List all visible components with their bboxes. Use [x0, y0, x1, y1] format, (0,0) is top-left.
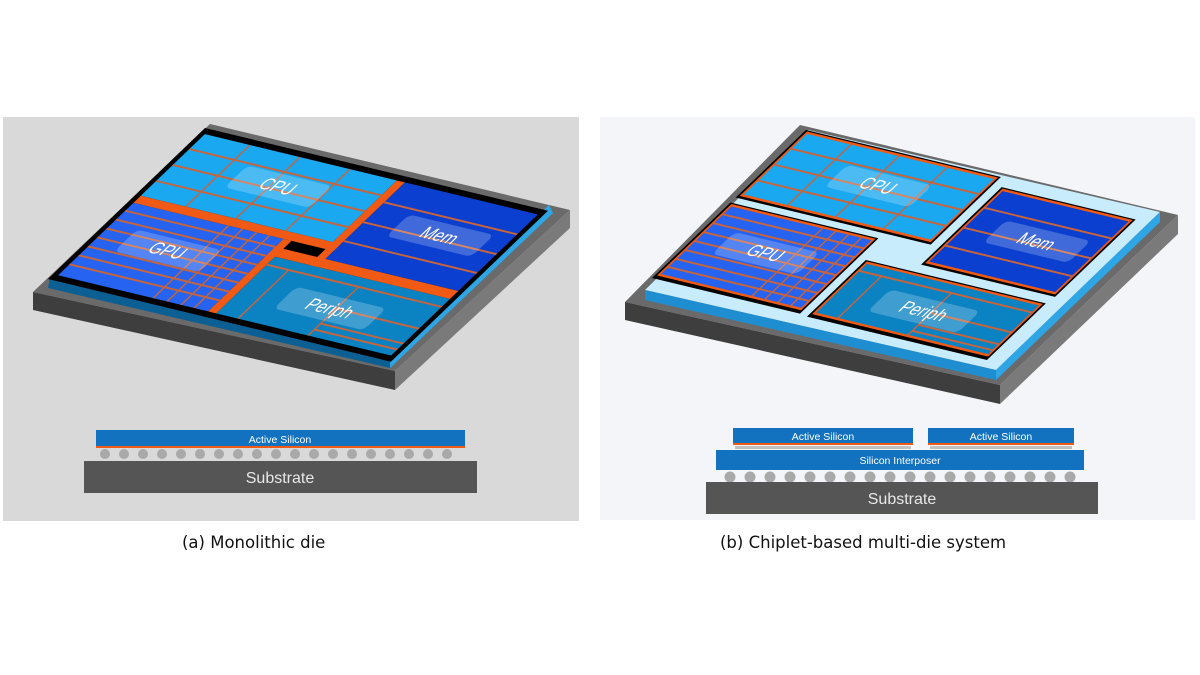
chiplet-chip: CPU GPU Mem Periph [625, 125, 1178, 404]
solder-bumps [100, 449, 452, 459]
substrate-layer [706, 482, 1098, 514]
active-silicon-label: Active Silicon [249, 434, 312, 446]
substrate-layer [84, 461, 477, 493]
interconnect-bus-h2 [267, 246, 459, 299]
silicon-interposer-layer [716, 450, 1084, 470]
mem-block [325, 182, 538, 291]
interconnect-bus-v2 [208, 238, 292, 314]
interposer-right [996, 212, 1160, 380]
active-silicon-right-layer [928, 428, 1074, 444]
cross-section-chiplet: Active Silicon Active Silicon Silicon In… [706, 428, 1098, 514]
substrate-front-face [33, 292, 395, 390]
substrate-right-face [1000, 215, 1178, 404]
interposer-front [645, 290, 996, 380]
solder-bumps [724, 471, 1076, 483]
interconnect-bus-h [133, 195, 341, 251]
substrate-front-face [625, 302, 1000, 404]
caption-monolithic-die: (a) Monolithic die [182, 533, 326, 552]
substrate-label: Substrate [246, 470, 315, 487]
interconnect-bus-v [309, 180, 405, 267]
substrate-right-face [395, 210, 570, 390]
die-slab-side [390, 205, 553, 368]
die-slab-edge [48, 277, 390, 368]
active-silicon-right-label: Active Silicon [970, 431, 1033, 443]
periph-block [216, 256, 451, 356]
substrate-label: Substrate [868, 491, 937, 508]
caption-chiplet-system: (b) Chiplet-based multi-die system [720, 533, 1007, 552]
monolithic-chip: CPU GPU Mem Periph [33, 124, 570, 390]
active-silicon-left-label: Active Silicon [792, 431, 855, 443]
active-silicon-layer [96, 430, 465, 447]
cross-section-monolithic: Active Silicon Substrate [84, 430, 477, 493]
silicon-interposer-label: Silicon Interposer [859, 455, 941, 467]
active-silicon-left-layer [733, 428, 913, 444]
mem-chiplet [925, 188, 1133, 295]
